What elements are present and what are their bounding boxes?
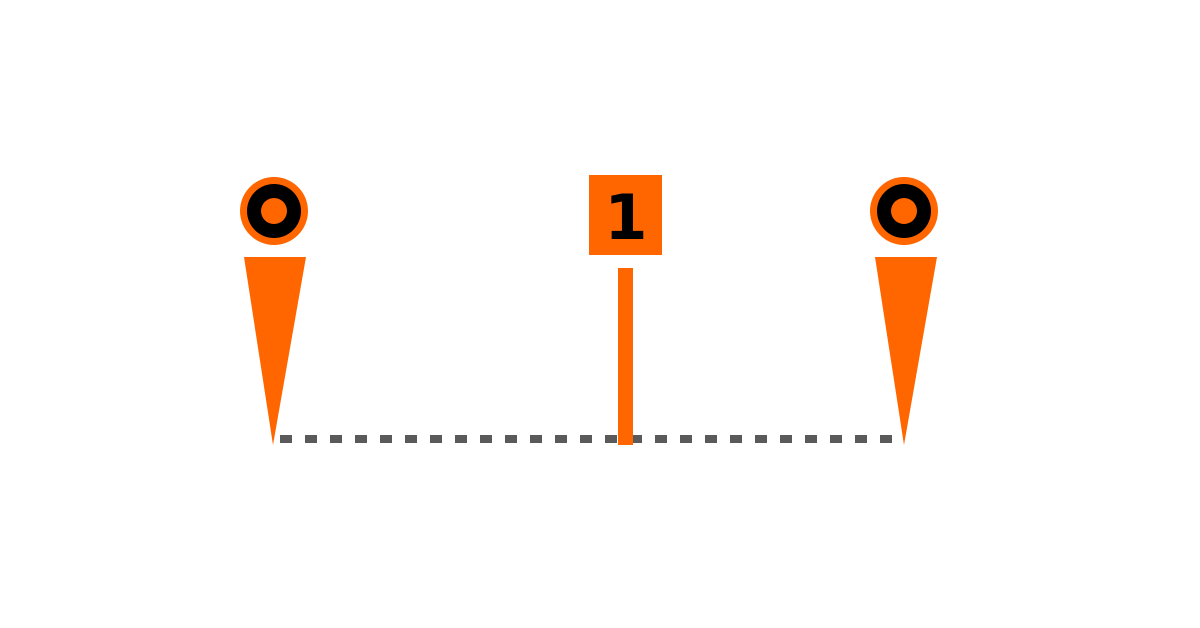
stake-pole	[244, 257, 306, 445]
down-marker-pole	[618, 268, 633, 445]
down-marker: 1	[589, 175, 662, 445]
down-marker-box	[589, 175, 662, 255]
stake-pole	[875, 257, 937, 445]
left-chain-stake	[240, 177, 308, 445]
down-number: 1	[604, 181, 647, 254]
right-chain-stake	[870, 177, 938, 445]
